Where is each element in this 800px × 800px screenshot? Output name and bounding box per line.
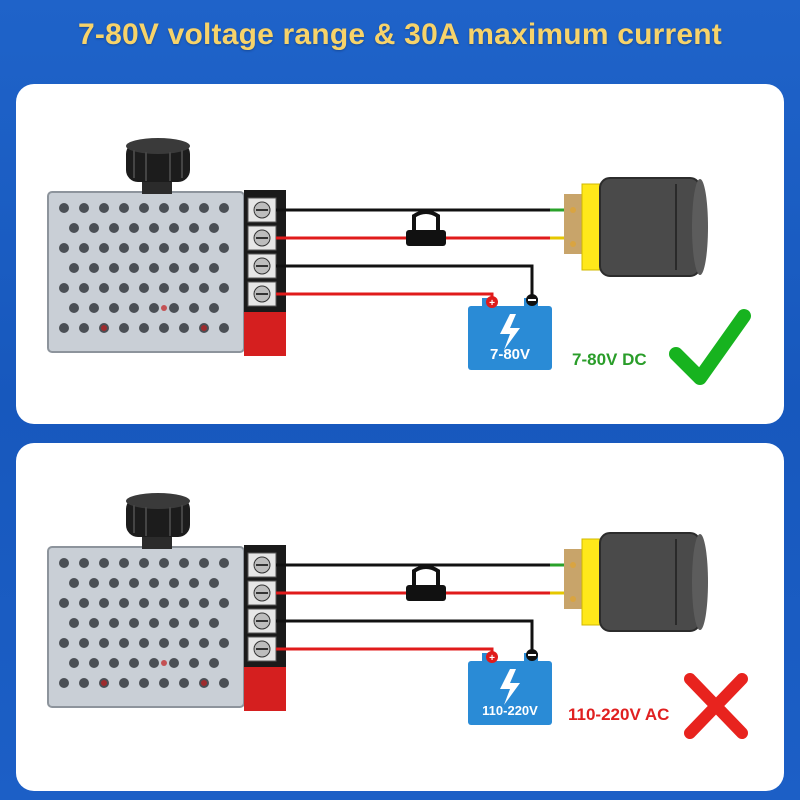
motor-icon: [550, 177, 708, 277]
terminal-screws: [247, 552, 277, 662]
svg-text:+: +: [489, 653, 495, 664]
wiring-diagram-ac: +: [47, 493, 748, 739]
wires: [276, 563, 550, 661]
fuse-icon: [406, 565, 446, 601]
battery-icon: +: [468, 649, 552, 725]
fuse-icon: [406, 210, 446, 246]
vent-holes: [59, 203, 229, 333]
battery-icon: +: [468, 294, 552, 370]
terminal-screws: [247, 197, 277, 307]
panel-ac-wrong: + 110-220V 110-220V AC: [16, 443, 784, 791]
panel-dc-correct: + 7-80V 7-80V DC: [16, 84, 784, 424]
wiring-diagram-dc: +: [47, 138, 751, 385]
page-title: 7-80V voltage range & 30A maximum curren…: [78, 18, 722, 51]
battery-voltage-label: 7-80V: [489, 346, 531, 363]
vent-holes: [59, 558, 229, 688]
knob-icon: [126, 138, 190, 182]
battery-voltage-label: 110-220V: [482, 703, 538, 718]
verdict-label: 110-220V AC: [568, 705, 670, 724]
svg-text:+: +: [489, 298, 495, 309]
verdict-label: 7-80V DC: [572, 350, 647, 369]
knob-icon: [126, 493, 190, 537]
cross-icon: [684, 673, 748, 739]
speed-controller: [47, 138, 286, 356]
motor-icon: [550, 532, 708, 632]
checkmark-icon: [669, 309, 751, 385]
speed-controller: [47, 493, 286, 711]
